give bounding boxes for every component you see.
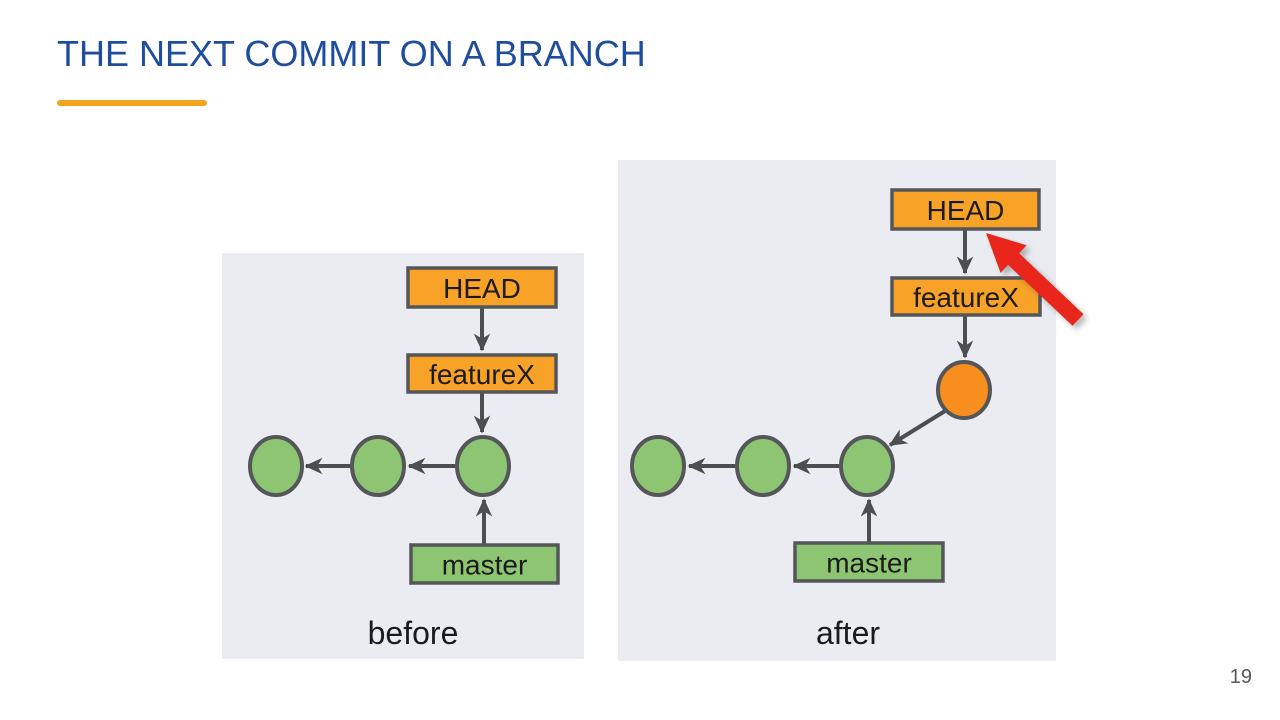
commit-node (455, 435, 511, 497)
head-ref-box (406, 266, 558, 309)
before-panel: HEAD featureX master before (222, 253, 584, 659)
master-ref-box-label: master (442, 550, 528, 581)
after-commit-graph: HEAD featureX master (630, 188, 1042, 583)
master-ref-box-label: master (826, 548, 912, 579)
new-commit-node (936, 360, 992, 420)
master-ref-box (793, 541, 945, 583)
slide-title: THE NEXT COMMIT ON A BRANCH (57, 33, 646, 74)
featurex-ref-box-label: featureX (913, 282, 1019, 313)
head-ref-box (890, 188, 1041, 231)
head-ref-box-label: HEAD (443, 273, 521, 304)
commit-node (350, 435, 406, 497)
after-panel-label: after (815, 615, 881, 651)
commit-node (630, 435, 686, 497)
before-commit-graph: HEAD featureX master (248, 266, 560, 585)
before-panel-label: before (367, 615, 459, 651)
commit-node (839, 435, 895, 497)
title-accent-bar (57, 100, 207, 106)
page-number: 19 (1229, 666, 1252, 688)
after-panel: HEAD featureX master after (618, 160, 1056, 661)
featurex-ref-box-label: featureX (429, 359, 535, 390)
head-ref-box-label: HEAD (927, 195, 1005, 226)
commit-node (248, 435, 304, 497)
master-ref-box (409, 543, 560, 585)
graph-edge-arrow (888, 409, 947, 447)
featurex-ref-box (406, 353, 558, 394)
commit-node (735, 435, 791, 497)
